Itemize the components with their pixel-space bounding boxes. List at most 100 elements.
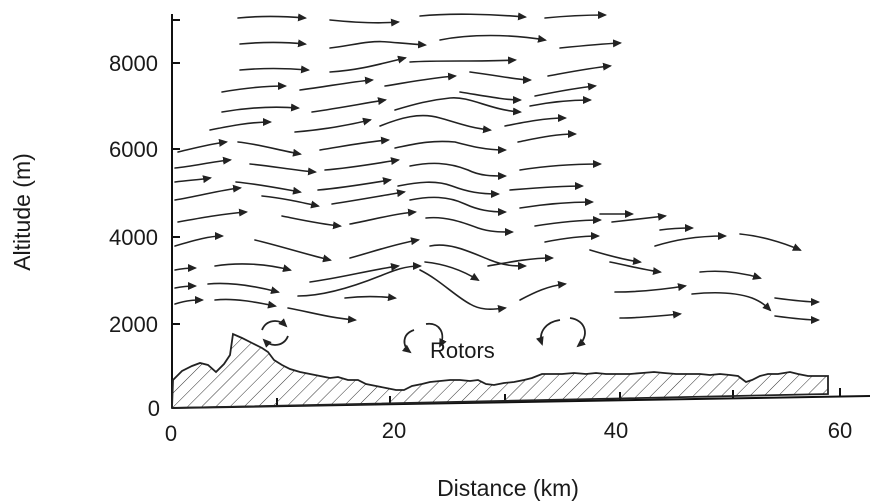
streamline-arrow [544, 232, 600, 243]
streamline-arrow [329, 40, 427, 49]
streamline-arrow [311, 97, 387, 113]
streamline-arrow [691, 292, 772, 312]
streamline-arrow [619, 310, 682, 319]
y-tick-label: 0 [148, 396, 160, 421]
streamline-arrow [774, 297, 820, 306]
x-tick-label: 20 [382, 418, 406, 443]
x-tick-label: 40 [604, 418, 628, 443]
rotors-label: Rotors [430, 338, 495, 363]
streamline-arrow [409, 196, 507, 216]
streamline-arrow [774, 315, 820, 324]
streamline-arrow [439, 34, 547, 43]
streamline-arrow [174, 232, 224, 247]
streamline-arrow [611, 212, 667, 223]
streamline-arrow [177, 138, 228, 153]
streamline-arrow [589, 249, 642, 266]
streamline-arrow [699, 270, 762, 280]
streamline-arrow [344, 293, 397, 302]
streamline-arrow [509, 182, 584, 191]
streamline-arrow [469, 71, 532, 84]
streamline-arrow [329, 18, 400, 27]
y-axis: 0 2000 4000 6000 8000 [109, 19, 180, 421]
streamline-arrow [239, 65, 310, 74]
y-axis-title: Altitude (m) [9, 153, 35, 271]
streamline-arrow [419, 12, 527, 21]
streamline-arrow [254, 239, 332, 263]
streamline-arrow [425, 216, 514, 236]
streamline-arrow [349, 237, 420, 259]
streamline-arrow [409, 162, 507, 180]
streamline-arrow [214, 298, 277, 309]
streamline-arrow [177, 208, 248, 223]
streamline-arrow [519, 160, 602, 171]
streamline-arrow [547, 62, 612, 77]
y-tick-label: 8000 [109, 51, 158, 76]
streamline-arrow [519, 198, 594, 209]
streamline-arrow [379, 114, 492, 134]
streamline-arrow [261, 195, 320, 209]
streamline-arrow [174, 175, 212, 184]
x-tick-label: 60 [828, 418, 852, 443]
x-axis-title: Distance (km) [437, 475, 579, 501]
streamline-arrow [249, 163, 317, 176]
streamline-arrow [544, 11, 607, 20]
streamline-arrow [614, 283, 687, 293]
streamline-arrow [221, 82, 287, 93]
streamline-arrow [281, 215, 342, 230]
streamline-arrow [419, 269, 507, 313]
streamline-arrow [237, 13, 307, 22]
streamline-arrow [739, 233, 802, 251]
streamline-arrow [299, 76, 374, 91]
streamline-arrow [174, 156, 232, 169]
streamline-arrow [349, 208, 417, 225]
streamline-arrow [394, 140, 507, 154]
streamline-arrow [317, 177, 392, 191]
streamline-arrow [654, 232, 727, 247]
airflow-streamlines [174, 11, 820, 324]
streamline-arrow [309, 263, 400, 283]
streamline-arrow [534, 216, 602, 227]
streamline-arrow [534, 82, 597, 97]
rotor-circulation-icon [535, 317, 586, 348]
streamline-arrow [609, 261, 662, 276]
streamline-arrow [294, 117, 372, 133]
streamline-arrow [384, 72, 457, 87]
streamline-arrow [237, 141, 302, 157]
streamline-arrow [659, 224, 694, 233]
streamline-arrow [459, 91, 522, 104]
rotor-circulation-icon [402, 322, 447, 354]
streamline-arrow [287, 307, 357, 324]
y-tick-label: 2000 [109, 312, 158, 337]
streamline-arrow [409, 56, 517, 65]
streamline-arrow [174, 282, 197, 291]
streamline-arrow [517, 130, 577, 143]
streamline-arrow [394, 97, 522, 116]
y-tick-label: 6000 [109, 137, 158, 162]
x-tick-label: 0 [165, 421, 177, 446]
streamline-arrow [487, 254, 554, 267]
streamline-arrow [207, 282, 280, 295]
streamline-arrow [324, 157, 400, 171]
streamline-arrow [519, 280, 567, 301]
streamline-arrow [174, 296, 204, 305]
streamline-arrow [559, 39, 622, 49]
streamline-arrow [174, 184, 242, 201]
streamline-arrow [239, 39, 307, 48]
rotor-circulation-icon [261, 318, 289, 348]
streamline-arrow [529, 96, 592, 107]
streamline-arrow [209, 118, 272, 131]
y-tick-label: 4000 [109, 225, 158, 250]
streamline-arrow [319, 136, 390, 151]
streamline-arrow [329, 55, 407, 73]
streamline-arrow [221, 103, 300, 113]
streamline-arrow [297, 262, 422, 297]
streamline-arrow [429, 244, 527, 270]
streamline-arrow [174, 264, 197, 273]
streamline-arrow [331, 189, 406, 205]
streamline-arrow [397, 181, 500, 198]
mountain-terrain [171, 332, 829, 409]
rotor-circulations [261, 317, 586, 354]
streamline-arrow [424, 261, 480, 282]
streamline-arrow [235, 181, 302, 195]
